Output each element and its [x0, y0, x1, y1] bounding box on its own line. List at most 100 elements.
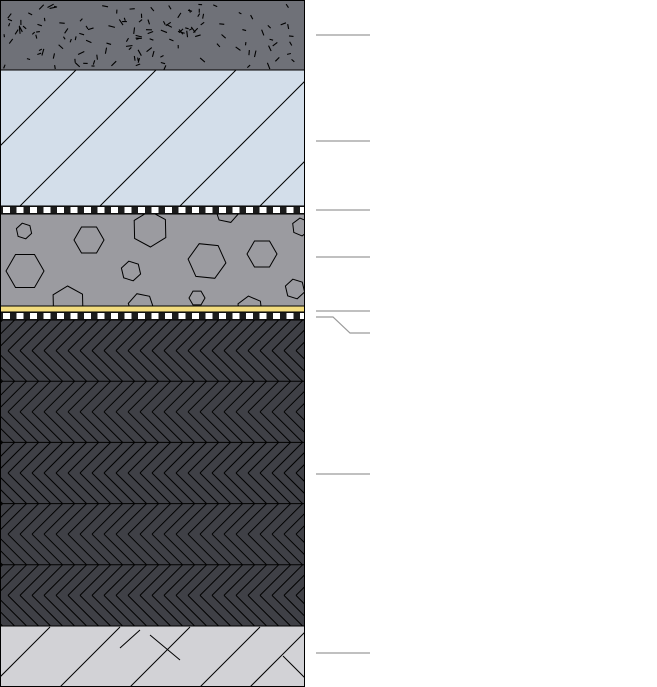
herringbone-stroke [103, 350, 135, 382]
membrane-dot [57, 313, 64, 319]
hatch-line [119, 629, 141, 649]
herringbone-stroke [211, 411, 243, 443]
herringbone-stroke [139, 320, 171, 351]
stone [120, 260, 142, 282]
speckle-mark [168, 5, 172, 10]
herringbone-stroke [151, 503, 183, 535]
herringbone-stroke [259, 350, 291, 382]
speckle-mark [62, 36, 66, 40]
herringbone-stroke [91, 564, 123, 596]
herringbone-stroke [332, 595, 363, 626]
herringbone-stroke [320, 473, 351, 504]
speckle-mark [92, 60, 96, 65]
herringbone-stroke [223, 564, 255, 596]
herringbone-stroke [31, 350, 63, 382]
herringbone-stroke [55, 503, 87, 535]
herringbone-stroke [79, 564, 111, 596]
membrane-dot [151, 313, 159, 319]
herringbone-stroke [283, 533, 305, 556]
herringbone-stroke [79, 411, 111, 443]
herringbone-stroke [308, 565, 339, 596]
herringbone-stroke [103, 472, 135, 504]
herringbone-stroke [332, 473, 363, 504]
herringbone-stroke [7, 503, 39, 535]
herringbone-stroke [163, 442, 195, 474]
membrane-dot [16, 207, 24, 213]
hatch-line [129, 626, 191, 687]
herringbone-stroke [43, 411, 75, 443]
herringbone-stroke [175, 411, 207, 443]
herringbone-stroke [308, 351, 339, 382]
speckle-mark [3, 64, 6, 69]
speckle-mark [194, 34, 201, 38]
herringbone-stroke [211, 595, 243, 626]
herringbone-stroke [295, 463, 305, 474]
speckle-mark [202, 13, 205, 19]
speckle-mark [253, 50, 257, 58]
herringbone-stroke [55, 442, 87, 474]
herringbone-stroke [283, 472, 305, 495]
speckle-mark [185, 27, 189, 30]
hatch-line [179, 80, 305, 206]
membrane-lower-dots [3, 313, 307, 319]
speckle-mark [85, 39, 92, 44]
herringbone-stroke [127, 503, 159, 535]
speckle-mark [58, 44, 64, 50]
membrane-dot [97, 207, 105, 213]
herringbone-stroke [115, 472, 147, 504]
herringbone-stroke [103, 533, 135, 566]
herringbone-stroke [31, 472, 63, 504]
herringbone-stroke [259, 472, 291, 504]
herringbone-stroke [271, 442, 303, 474]
speckle-mark [272, 41, 278, 47]
herringbone-stroke [211, 472, 243, 504]
herringbone-stroke [127, 442, 159, 474]
herringbone-stroke [187, 533, 219, 566]
herringbone-stroke [163, 350, 195, 382]
herringbone-stroke [91, 533, 123, 566]
membrane-upper-dots [3, 207, 307, 213]
speckle-mark [26, 58, 31, 61]
herringbone-stroke [259, 595, 291, 626]
herringbone-stroke [19, 350, 51, 382]
herringbone-stroke [91, 472, 123, 504]
herringbone-stroke [332, 504, 363, 535]
herringbone-stroke [103, 595, 135, 626]
herringbone-stroke [308, 534, 339, 565]
membrane-dot [84, 313, 91, 319]
herringbone-stroke [19, 533, 51, 566]
speckle-mark [160, 61, 166, 65]
speckle-mark [200, 21, 205, 26]
speckle-mark [111, 60, 117, 67]
herringbone-stroke [0, 365, 15, 382]
speckle-mark [160, 55, 164, 58]
speckle-mark [187, 9, 193, 12]
herringbone-stroke [67, 595, 99, 626]
herringbone-stroke [320, 412, 351, 443]
speckle-mark [37, 52, 42, 55]
herringbone-stroke [259, 320, 291, 351]
herringbone-stroke [344, 595, 375, 626]
herringbone-stroke [283, 411, 305, 434]
herringbone-stroke [175, 595, 207, 626]
speckle-mark [221, 34, 227, 39]
herringbone-stroke [79, 595, 111, 626]
speckle-mark [250, 14, 254, 20]
herringbone-stroke [271, 320, 303, 351]
drainage-board-hatch [0, 70, 305, 206]
herringbone-stroke [211, 320, 243, 351]
herringbone-stroke [0, 537, 27, 566]
herringbone-stroke [163, 380, 195, 413]
herringbone-stroke [187, 442, 219, 474]
herringbone-stroke [247, 380, 279, 413]
herringbone-stroke [139, 472, 171, 504]
membrane-dot [259, 313, 267, 319]
herringbone-stroke [31, 380, 63, 413]
herringbone-stroke [127, 350, 159, 382]
speckle-mark [108, 25, 116, 28]
herringbone-stroke [235, 595, 267, 626]
speckle-mark [165, 21, 172, 27]
herringbone-stroke [163, 564, 195, 596]
speckle-mark [85, 25, 89, 30]
herringbone-stroke [199, 380, 231, 413]
